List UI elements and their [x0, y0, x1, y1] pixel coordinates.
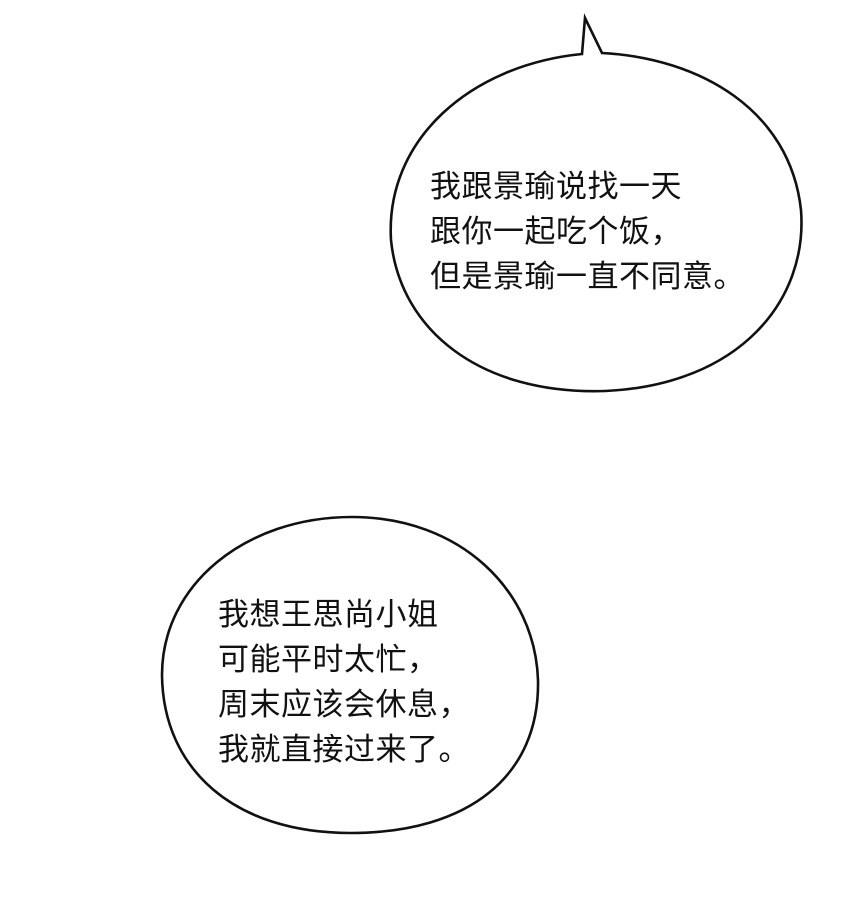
speech-bubble-2-text: 我想王思尚小姐 可能平时太忙， 周末应该会休息， 我就直接过来了。 [218, 593, 470, 773]
bubble-1-line-3: 但是景瑜一直不同意。 [430, 259, 745, 295]
speech-bubble-2-outline [160, 515, 540, 835]
speech-bubble-1-text: 我跟景瑜说找一天 跟你一起吃个饭， 但是景瑜一直不同意。 [430, 165, 745, 300]
bubble-2-line-3: 周末应该会休息， [218, 687, 470, 723]
bubble-2-line-1: 我想王思尚小姐 [218, 597, 439, 633]
bubble-1-line-2: 跟你一起吃个饭， [430, 214, 682, 250]
bubble-1-line-1: 我跟景瑜说找一天 [430, 169, 682, 205]
speech-bubble-1-outline [389, 13, 803, 393]
bubble-2-line-2: 可能平时太忙， [218, 642, 439, 678]
bubble-2-line-4: 我就直接过来了。 [218, 732, 470, 768]
